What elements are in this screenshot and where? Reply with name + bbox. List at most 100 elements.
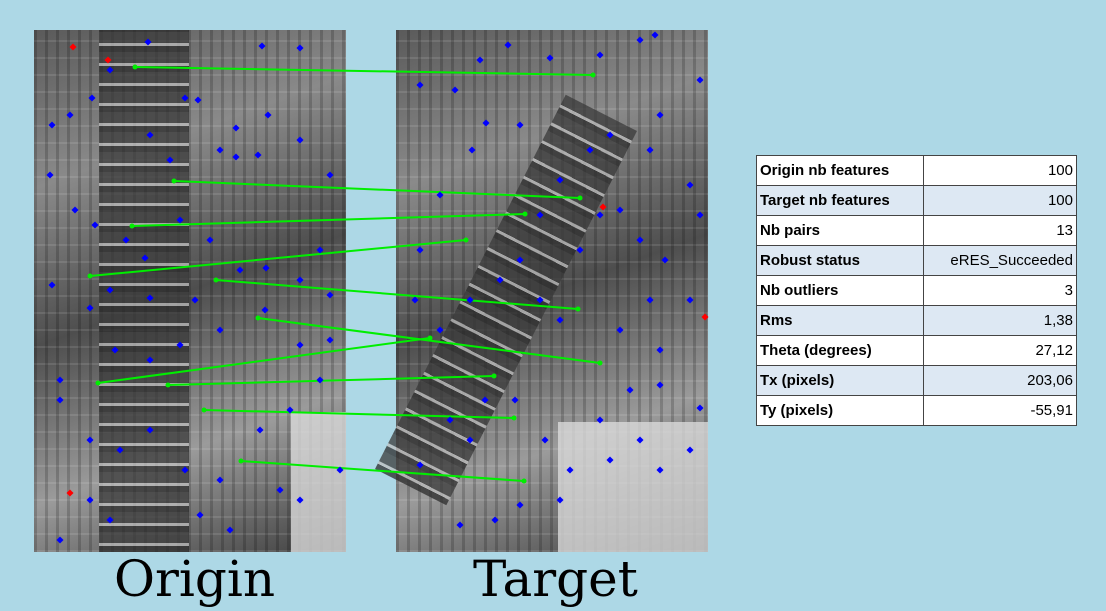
feature-point [416, 246, 424, 254]
match-endpoint [171, 178, 177, 184]
feature-point [106, 516, 114, 524]
outlier-point [69, 43, 77, 51]
feature-point [216, 146, 224, 154]
stats-row: Tx (pixels)203,06 [756, 365, 1077, 396]
feature-point [686, 181, 694, 189]
feature-point [56, 376, 64, 384]
match-endpoint [511, 415, 517, 421]
target-water [558, 422, 708, 552]
feature-point [516, 121, 524, 129]
stats-label: Robust status [756, 245, 924, 276]
feature-point [516, 256, 524, 264]
feature-point [86, 304, 94, 312]
feature-point [656, 466, 664, 474]
feature-point [226, 526, 234, 534]
match-line [134, 66, 594, 76]
stats-value: 1,38 [923, 305, 1077, 336]
feature-point [296, 276, 304, 284]
feature-point [181, 94, 189, 102]
feature-point [596, 416, 604, 424]
feature-point [232, 153, 240, 161]
feature-point [636, 236, 644, 244]
match-endpoint [213, 277, 219, 283]
match-endpoint [255, 315, 261, 321]
stats-label: Origin nb features [756, 155, 924, 186]
feature-point [262, 264, 270, 272]
feature-point [686, 296, 694, 304]
feature-point [326, 336, 334, 344]
feature-point [606, 131, 614, 139]
feature-point [566, 466, 574, 474]
feature-point [491, 516, 499, 524]
feature-point [56, 536, 64, 544]
feature-point [536, 211, 544, 219]
feature-point [646, 296, 654, 304]
feature-point [206, 236, 214, 244]
feature-point [481, 396, 489, 404]
match-line [215, 279, 579, 310]
feature-point [616, 206, 624, 214]
feature-point [326, 291, 334, 299]
feature-point [254, 151, 262, 159]
feature-point [556, 496, 564, 504]
feature-point [66, 111, 74, 119]
feature-point [656, 346, 664, 354]
target-caption: Target [473, 550, 638, 608]
stats-row: Theta (degrees)27,12 [756, 335, 1077, 366]
feature-point [276, 486, 284, 494]
feature-point [536, 296, 544, 304]
feature-point [576, 246, 584, 254]
match-endpoint [522, 211, 528, 217]
feature-point [541, 436, 549, 444]
feature-point [176, 341, 184, 349]
feature-point [91, 221, 99, 229]
stats-value: 100 [923, 185, 1077, 216]
feature-point [416, 461, 424, 469]
match-line [203, 409, 515, 419]
match-endpoint [165, 382, 171, 388]
stats-value: eRES_Succeeded [923, 245, 1077, 276]
feature-point [146, 131, 154, 139]
feature-point [626, 386, 634, 394]
feature-point [196, 511, 204, 519]
match-endpoint [597, 360, 603, 366]
feature-point [316, 376, 324, 384]
feature-point [336, 466, 344, 474]
feature-point [71, 206, 79, 214]
stats-value: 203,06 [923, 365, 1077, 396]
feature-point [232, 124, 240, 132]
match-line [89, 239, 467, 277]
stats-value: 13 [923, 215, 1077, 246]
feature-point [436, 191, 444, 199]
feature-point [416, 81, 424, 89]
feature-point [466, 436, 474, 444]
feature-point [316, 246, 324, 254]
feature-point [511, 396, 519, 404]
feature-point [264, 111, 272, 119]
feature-point [456, 521, 464, 529]
stats-label: Tx (pixels) [756, 365, 924, 396]
feature-point [482, 119, 490, 127]
feature-point [141, 254, 149, 262]
feature-point [606, 456, 614, 464]
feature-point [111, 346, 119, 354]
feature-point [556, 176, 564, 184]
origin-caption: Origin [114, 550, 276, 608]
feature-point [286, 406, 294, 414]
feature-point [466, 296, 474, 304]
feature-point [476, 56, 484, 64]
feature-point [256, 426, 264, 434]
match-line [131, 213, 526, 227]
feature-point [596, 211, 604, 219]
feature-point [146, 356, 154, 364]
stats-label: Rms [756, 305, 924, 336]
stats-row: Ty (pixels)-55,91 [756, 395, 1077, 426]
feature-point [696, 211, 704, 219]
match-line [240, 460, 525, 482]
feature-point [146, 426, 154, 434]
